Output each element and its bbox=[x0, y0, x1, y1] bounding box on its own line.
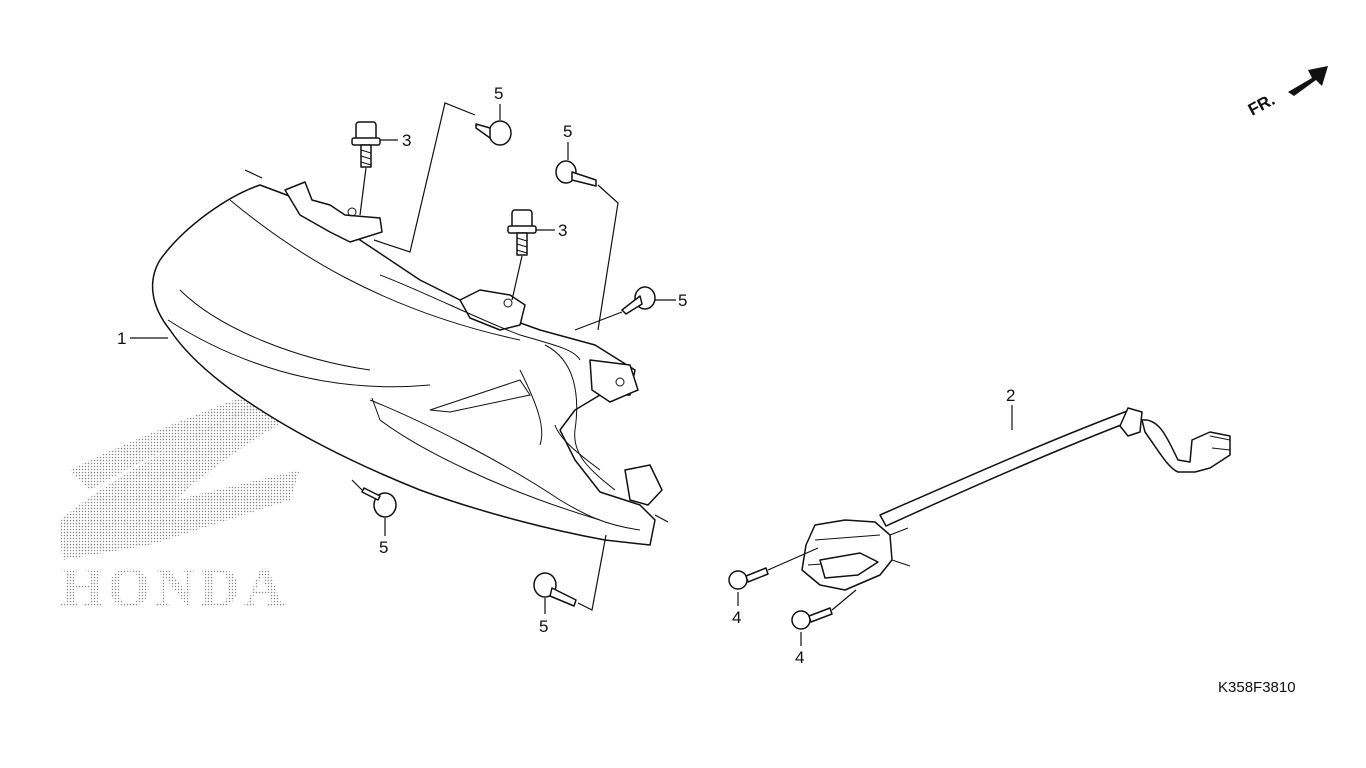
callout-5-bottom: 5 bbox=[539, 617, 548, 636]
callout-5-top: 5 bbox=[494, 84, 503, 103]
front-direction-label: FR. bbox=[1245, 90, 1278, 120]
screw-part-5-middle-right bbox=[621, 286, 656, 315]
callout-5-upper-right: 5 bbox=[563, 122, 572, 141]
screw-part-5-bottom bbox=[533, 572, 577, 607]
callout-3-lower: 3 bbox=[558, 221, 567, 240]
screw-part-4-upper bbox=[728, 567, 769, 590]
callout-4-upper: 4 bbox=[732, 608, 741, 627]
callout-5-middle-right: 5 bbox=[678, 291, 687, 310]
front-direction-arrow-icon bbox=[1288, 66, 1328, 96]
callout-5-lower-left: 5 bbox=[379, 538, 388, 557]
callout-4-lower: 4 bbox=[795, 648, 804, 667]
diagram-code: K358F3810 bbox=[1218, 679, 1296, 696]
screw-part-5-lower-left bbox=[361, 487, 397, 518]
bolt-part-3-lower bbox=[507, 209, 537, 256]
leader-lines bbox=[130, 102, 676, 614]
harness-leader-lines bbox=[737, 405, 1013, 646]
screw-part-5-upper-right bbox=[555, 160, 597, 187]
honda-wordmark-watermark: HONDA bbox=[60, 557, 288, 619]
bolt-part-3-upper bbox=[351, 121, 381, 168]
screw-part-5-top bbox=[475, 120, 512, 146]
callout-2: 2 bbox=[1006, 386, 1015, 405]
callout-1: 1 bbox=[117, 329, 126, 348]
license-light-harness bbox=[801, 407, 1231, 591]
callout-3-upper: 3 bbox=[402, 131, 411, 150]
headlight-assembly bbox=[151, 181, 663, 546]
screw-part-4-lower bbox=[791, 607, 833, 630]
